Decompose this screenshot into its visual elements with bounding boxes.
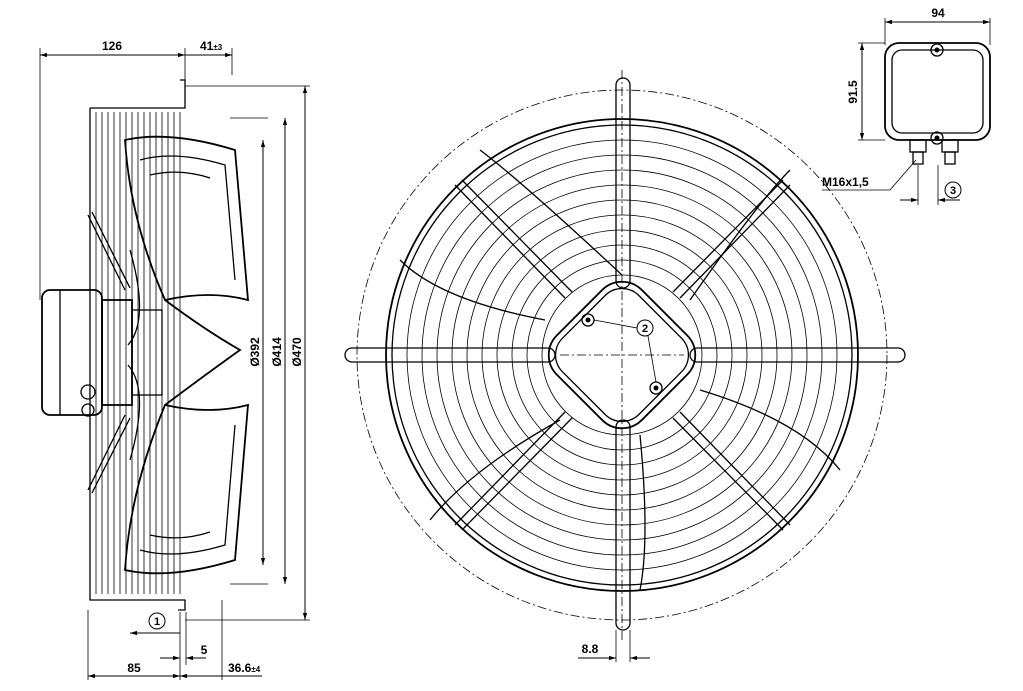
fan-blade-upper-edge [139,155,236,281]
screw-icon-center [585,317,591,323]
side-view: 126 41±3 [39,39,310,680]
motor-rotor [101,299,133,406]
fan-blade-upper [124,135,250,302]
cable-gland-1-nut [912,151,924,165]
terminal-box-body [884,42,991,141]
cable-gland [81,403,95,417]
callout-3-label: 3 [950,185,956,197]
cable-gland-2 [941,139,959,153]
mount-flange [89,108,186,611]
strut [87,414,126,491]
leader-line [647,335,657,383]
leader-line [889,159,917,191]
fan-blade-lower [124,403,250,575]
dim-8-8-label: 8.8 [582,642,599,656]
cable-gland-1 [909,139,927,153]
thread-label: M16x1,5 [822,175,869,189]
strut [87,214,126,291]
dim-5-label: 5 [201,643,208,657]
terminal-box-detail: 94 91.5 M16x1,5 3 [822,6,991,205]
fan-blade-mid [164,299,242,406]
leader-line [593,319,638,329]
dia-392-label: Ø392 [248,337,262,367]
screw-icon [930,43,944,57]
grill-wires-side [95,112,181,594]
front-view: 2 8.8 [344,70,906,662]
screw-icon-center [934,47,940,53]
strut [91,211,131,289]
dim-85-label: 85 [127,661,141,675]
screw-icon-center [653,385,659,391]
guard-ring [466,199,778,511]
screw-icon [930,131,944,145]
mount-flange-top [90,79,186,109]
callout-1-label: 1 [154,616,160,628]
fan-blades-front [399,149,841,591]
dim-91-5-label: 91.5 [846,80,860,104]
fan-blade-lower-edge [139,424,236,555]
strut [91,417,131,494]
guard-ring-outer [385,118,859,592]
dim-36-label: 36.6±4 [228,661,261,675]
fan-blade-lower-edge [149,531,211,539]
cable-gland-2-nut [944,151,956,165]
terminal-box-lid [891,49,984,134]
motor-hub-inner [554,287,690,423]
dim-94-label: 94 [931,6,945,20]
grill-spokes [344,77,906,631]
dim-41-label: 41±3 [200,39,223,53]
guard-ring [436,169,808,541]
dim-126-label: 126 [102,39,122,53]
dia-470-label: Ø470 [290,337,304,367]
cable-gland [80,384,96,400]
fan-blade-upper-edge [149,171,211,179]
motor-hub [131,309,163,396]
blade-contour [127,364,141,461]
callout-2-label: 2 [642,323,648,335]
callout-1-circle [148,612,166,630]
screw-icon-center [934,135,940,141]
dia-414-label: Ø414 [270,337,284,367]
motor-hub-front [547,280,697,430]
callout-3-circle [944,181,962,199]
blade-contour [127,249,141,346]
